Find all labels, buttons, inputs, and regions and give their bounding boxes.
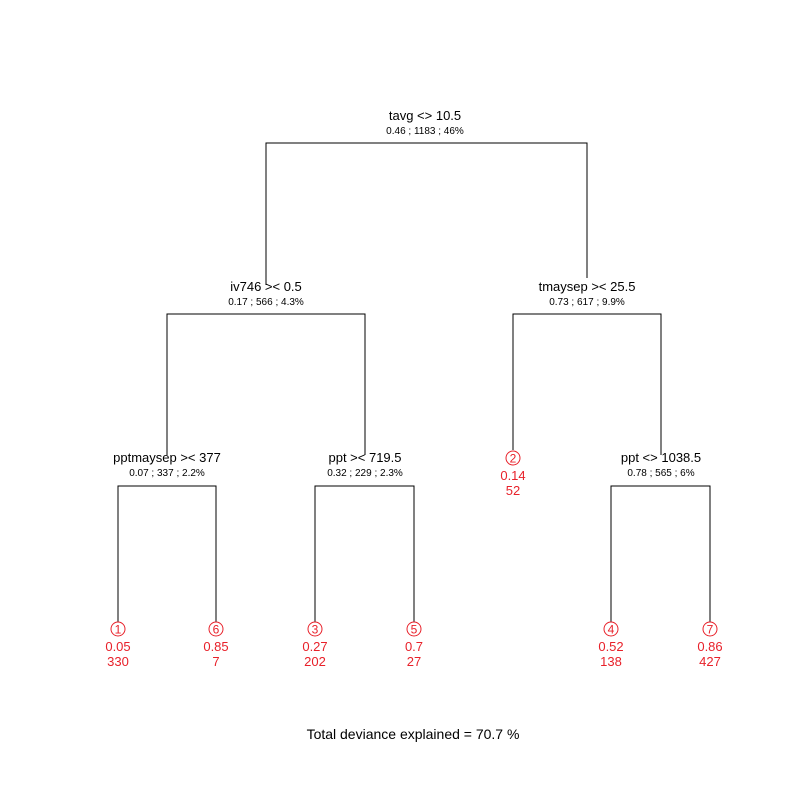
leaf-count: 27 [407,654,421,669]
split-label: iv746 >< 0.5 [230,279,302,294]
branch-leftright [314,485,415,622]
leaf-count: 52 [506,483,520,498]
split-stats: 0.17 ; 566 ; 4.3% [228,297,304,308]
leaf-value: 0.7 [405,639,423,654]
branch-root [265,142,588,285]
split-label: tavg <> 10.5 [389,108,461,123]
leaf-id: 3 [312,623,319,637]
leaf-value: 0.05 [105,639,130,654]
leaf-id: 2 [510,452,517,466]
split-node-left: iv746 >< 0.5 0.17 ; 566 ; 4.3% [228,279,304,308]
branch-leftleft [117,485,217,622]
leaf-value: 0.85 [203,639,228,654]
split-stats: 0.73 ; 617 ; 9.9% [549,297,625,308]
leaf-count: 202 [304,654,326,669]
leaf-id-circle [307,621,323,637]
split-label: pptmaysep >< 377 [113,450,221,465]
leaf-value: 0.14 [500,468,525,483]
leaf-value: 0.27 [302,639,327,654]
leaf-node-6: 6 0.85 7 [203,621,229,669]
leaf-value: 0.86 [697,639,722,654]
leaf-node-2: 2 0.14 52 [500,450,526,498]
branch-left [166,313,366,455]
leaf-id-circle [406,621,422,637]
leaf-count: 330 [107,654,129,669]
leaf-count: 7 [212,654,219,669]
leaf-id: 4 [608,623,615,637]
split-label: ppt >< 719.5 [328,450,401,465]
split-label: ppt <> 1038.5 [621,450,701,465]
leaf-count: 427 [699,654,721,669]
split-stats: 0.07 ; 337 ; 2.2% [129,468,205,479]
split-stats: 0.78 ; 565 ; 6% [627,468,694,479]
leaf-id: 7 [707,623,714,637]
leaf-node-4: 4 0.52 138 [598,621,624,669]
leaf-id: 5 [411,623,418,637]
tree-branches [117,142,711,622]
deviance-caption: Total deviance explained = 70.7 % [307,726,520,742]
leaf-id-circle [603,621,619,637]
branch-right [512,313,662,455]
split-node-right: tmaysep >< 25.5 0.73 ; 617 ; 9.9% [539,279,636,308]
leaf-node-1: 1 0.05 330 [105,621,131,669]
split-node-rightright: ppt <> 1038.5 0.78 ; 565 ; 6% [621,450,701,479]
split-node-root: tavg <> 10.5 0.46 ; 1183 ; 46% [386,108,464,137]
leaf-value: 0.52 [598,639,623,654]
split-node-leftright: ppt >< 719.5 0.32 ; 229 ; 2.3% [327,450,403,479]
leaf-id-circle [702,621,718,637]
split-stats: 0.32 ; 229 ; 2.3% [327,468,403,479]
leaf-node-5: 5 0.7 27 [405,621,423,669]
leaf-id: 6 [213,623,220,637]
split-label: tmaysep >< 25.5 [539,279,636,294]
split-node-leftleft: pptmaysep >< 377 0.07 ; 337 ; 2.2% [113,450,221,479]
leaf-node-7: 7 0.86 427 [697,621,723,669]
leaf-node-3: 3 0.27 202 [302,621,328,669]
split-stats: 0.46 ; 1183 ; 46% [386,126,464,137]
branch-rightright [610,485,711,622]
leaf-id-circle [208,621,224,637]
leaf-id: 1 [115,623,122,637]
leaf-id-circle [110,621,126,637]
leaf-count: 138 [600,654,622,669]
leaf-id-circle [505,450,521,466]
